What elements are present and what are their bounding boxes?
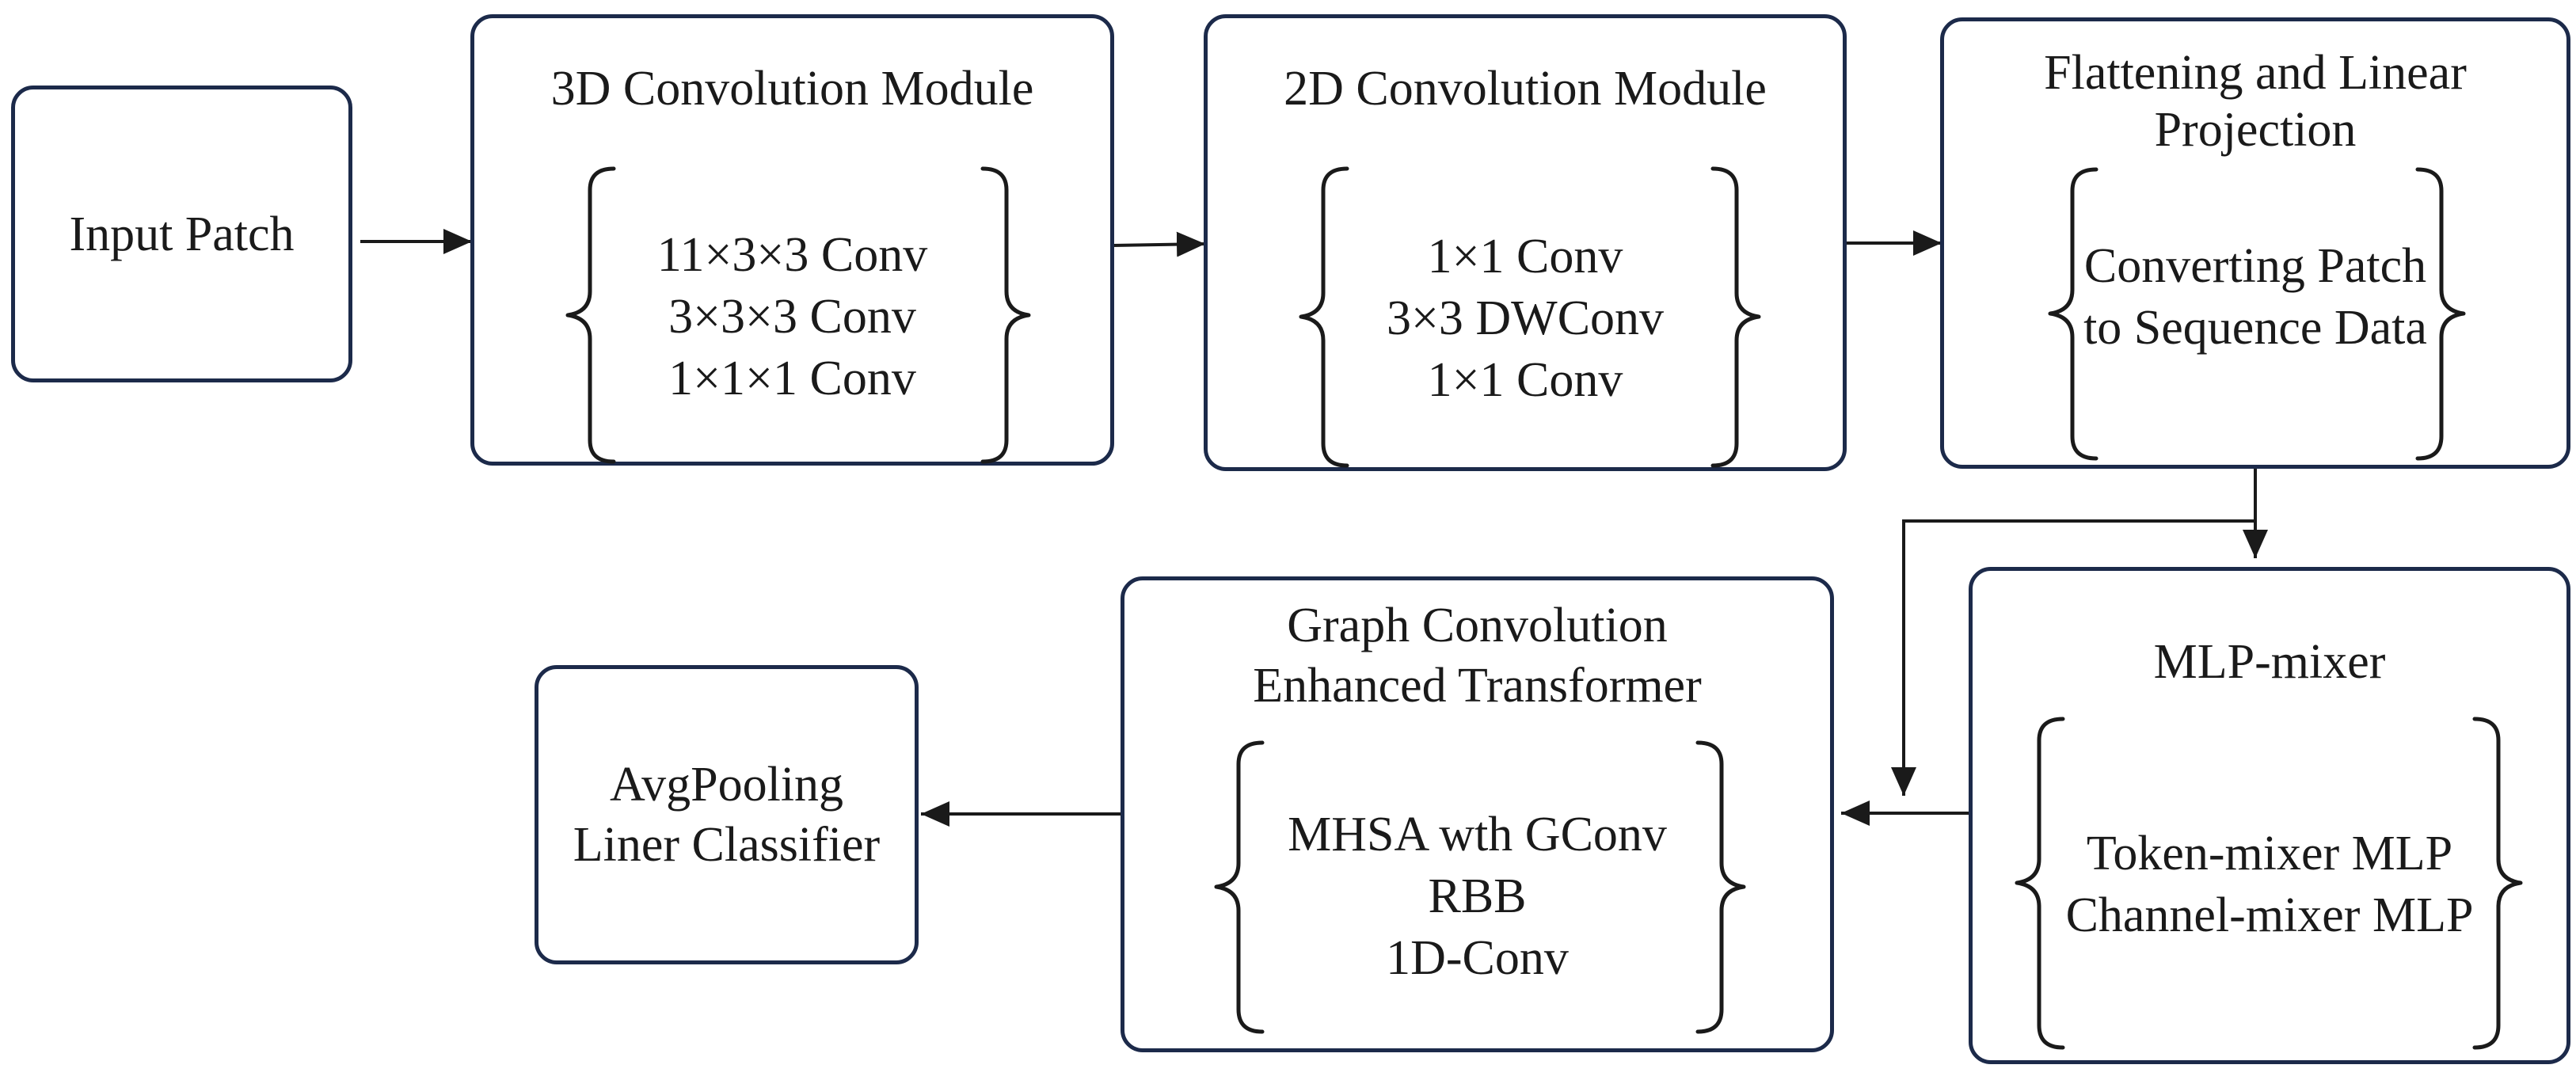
gcet-title-line2: Enhanced Transformer [1253, 659, 1702, 713]
mlp-mixer-title: MLP-mixer [2153, 635, 2386, 689]
mlp-mixer-item: Channel-mixer MLP [2065, 888, 2474, 942]
conv3d-module-box: 3D Convolution Module 11×3×3 Conv 3×3×3 … [470, 14, 1114, 466]
conv3d-title: 3D Convolution Module [550, 62, 1034, 116]
mlp-mixer-box: MLP-mixer Token-mixer MLP Channel-mixer … [1969, 567, 2570, 1064]
gcet-item: RBB [1428, 869, 1527, 923]
conv2d-item: 1×1 Conv [1427, 230, 1623, 283]
conv2d-title: 2D Convolution Module [1284, 62, 1767, 116]
gcet-item: MHSA wth GConv [1288, 808, 1667, 861]
right-brace-icon [1710, 166, 1761, 468]
gcet-items: MHSA wth GConv RBB 1D-Conv [1124, 804, 1830, 989]
flatten-item: to Sequence Data [2083, 301, 2427, 355]
conv2d-item: 1×1 Conv [1427, 353, 1623, 407]
right-brace-icon [2472, 717, 2523, 1050]
input-patch-box: Input Patch [11, 86, 352, 382]
flatten-title-line1: Flattening and Linear [2044, 46, 2467, 100]
conv3d-item: 1×1×1 Conv [668, 352, 916, 405]
right-brace-icon [2415, 167, 2466, 461]
classifier-box: AvgPooling Liner Classifier [535, 665, 919, 964]
input-patch-label: Input Patch [69, 207, 295, 261]
flatten-title-line2: Projection [2154, 103, 2357, 157]
right-brace-icon [1695, 740, 1746, 1034]
arrow-3d-to-2d [1112, 231, 1206, 257]
mlp-mixer-item: Token-mixer MLP [2086, 827, 2453, 880]
flattening-projection-box: Flattening and Linear Projection Convert… [1940, 17, 2570, 469]
left-brace-icon [2015, 717, 2065, 1050]
mlp-mixer-items: Token-mixer MLP Channel-mixer MLP [1973, 823, 2566, 946]
conv3d-items: 11×3×3 Conv 3×3×3 Conv 1×1×1 Conv [474, 224, 1110, 409]
conv2d-module-box: 2D Convolution Module 1×1 Conv 3×3 DWCon… [1204, 14, 1847, 471]
graph-conv-transformer-box: Graph Convolution Enhanced Transformer M… [1121, 576, 1834, 1052]
classifier-label: AvgPooling Liner Classifier [538, 669, 915, 960]
flatten-item: Converting Patch [2083, 239, 2427, 293]
left-brace-icon [2048, 167, 2098, 461]
left-brace-icon [1214, 740, 1265, 1034]
conv3d-item: 11×3×3 Conv [656, 228, 928, 282]
left-brace-icon [1299, 166, 1349, 468]
left-brace-icon [565, 166, 616, 464]
flatten-items: Converting Patch to Sequence Data [1944, 235, 2566, 359]
skip-connection-line [1891, 519, 2255, 796]
gcet-title-line1: Graph Convolution [1287, 599, 1668, 652]
classifier-line1: AvgPooling [609, 758, 844, 812]
conv2d-items: 1×1 Conv 3×3 DWConv 1×1 Conv [1208, 226, 1843, 411]
right-brace-icon [980, 166, 1031, 464]
classifier-line2: Liner Classifier [573, 818, 881, 872]
gcet-item: 1D-Conv [1386, 931, 1569, 985]
conv3d-item: 3×3×3 Conv [668, 290, 916, 344]
conv2d-item: 3×3 DWConv [1386, 291, 1665, 345]
